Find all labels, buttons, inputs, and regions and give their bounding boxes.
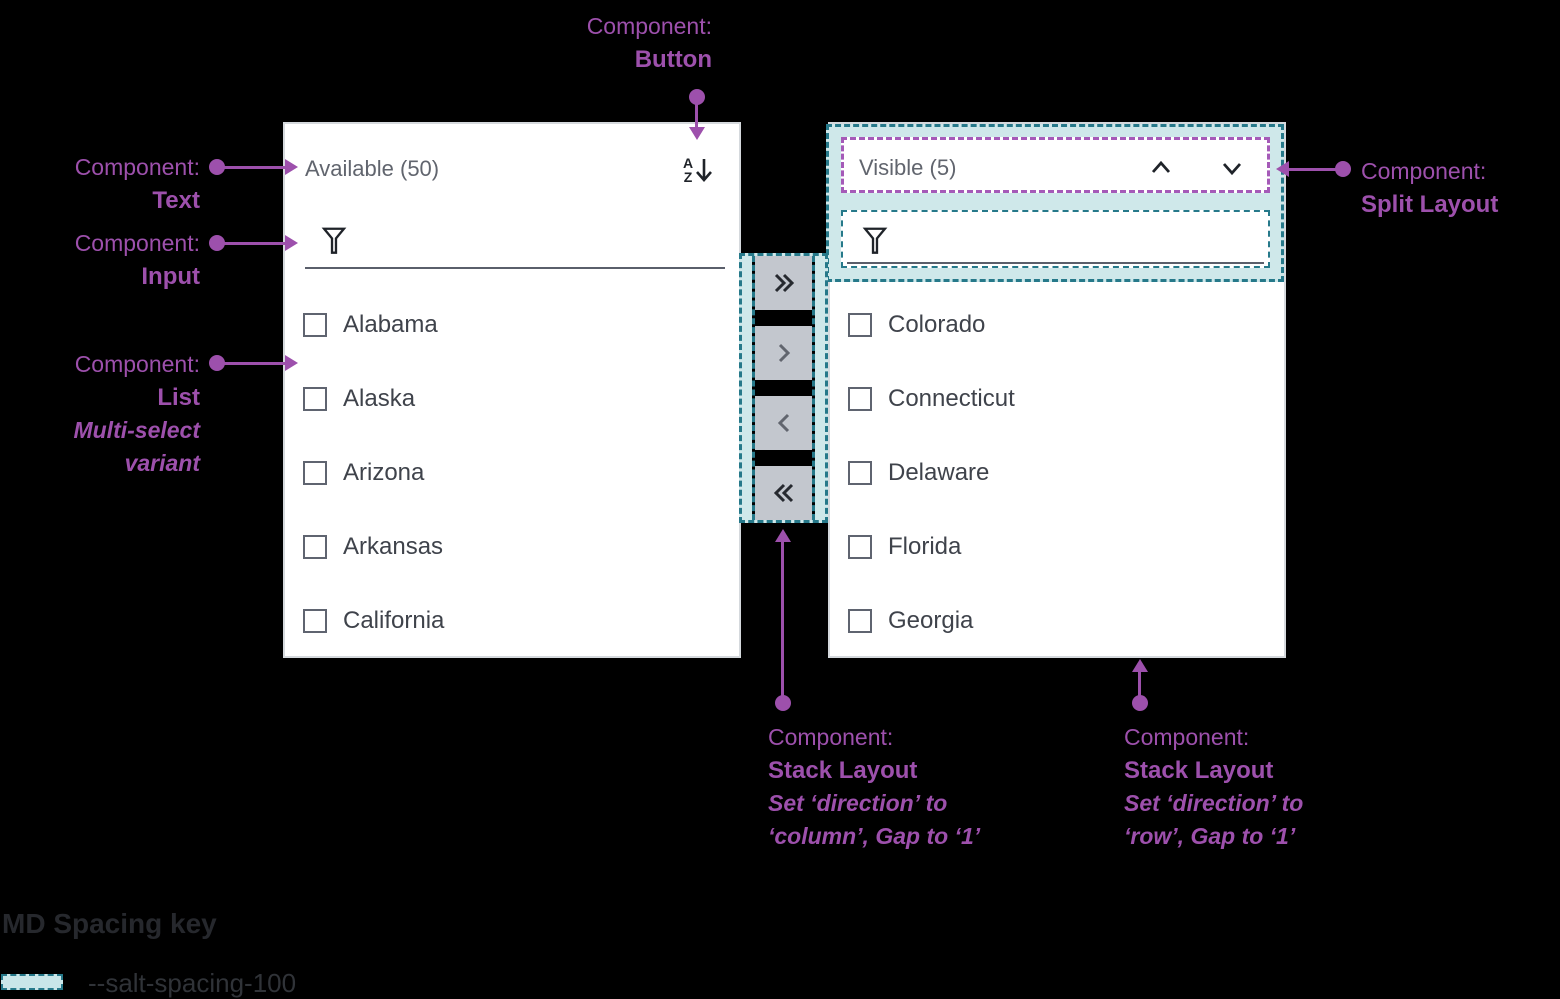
move-all-right-button[interactable]	[755, 256, 812, 310]
arrow-head-icon	[1132, 659, 1148, 672]
checkbox[interactable]	[848, 461, 872, 485]
transfer-button-stack	[752, 256, 815, 520]
arrow-head-icon	[285, 159, 298, 175]
arrow-head-icon	[285, 355, 298, 371]
checkbox[interactable]	[303, 313, 327, 337]
checkbox[interactable]	[848, 609, 872, 633]
arrow-head-icon	[1276, 161, 1289, 177]
spacing-key-token: --salt-spacing-100	[88, 968, 297, 998]
arrow-head-icon	[689, 127, 705, 140]
stack-layout-spacing-highlight	[739, 253, 828, 523]
arrow-down-icon	[696, 159, 713, 182]
chevron-down-icon	[1222, 163, 1242, 176]
move-down-button[interactable]	[1217, 153, 1247, 183]
split-layout-spacing-highlight: Visible (5)	[826, 124, 1284, 282]
visible-filter-input[interactable]	[841, 210, 1270, 268]
spacing-key-title: MD Spacing key	[2, 908, 217, 939]
arrow-head-icon	[775, 529, 791, 542]
annotation-stack-layout-column: Component: Stack Layout Set ‘direction’ …	[768, 724, 981, 849]
move-left-button[interactable]	[755, 396, 812, 450]
arrow-line	[695, 99, 698, 129]
checkbox[interactable]	[303, 461, 327, 485]
list-item[interactable]: Connecticut	[848, 381, 1015, 417]
filter-funnel-icon	[862, 227, 888, 254]
annotation-button: Component: Button	[586, 13, 712, 73]
arrow-line	[219, 242, 287, 245]
arrow-line	[219, 362, 287, 365]
move-up-button[interactable]	[1146, 153, 1176, 183]
list-item[interactable]: Arkansas	[303, 529, 443, 565]
annotation-text: Component: Text	[74, 154, 200, 214]
arrow-line	[781, 540, 784, 697]
arrow-dot	[209, 355, 225, 371]
annotation-list: Component: List Multi-select variant	[73, 351, 200, 476]
move-right-button[interactable]	[755, 326, 812, 380]
list-item[interactable]: Delaware	[848, 455, 989, 491]
checkbox[interactable]	[303, 387, 327, 411]
list-item[interactable]: Alabama	[303, 307, 438, 343]
annotation-split-layout: Component: Split Layout	[1361, 158, 1499, 218]
checkbox[interactable]	[303, 535, 327, 559]
arrow-dot	[775, 695, 791, 711]
list-item[interactable]: Georgia	[848, 603, 973, 639]
filter-funnel-icon	[321, 227, 347, 254]
checkbox[interactable]	[303, 609, 327, 633]
checkbox[interactable]	[848, 535, 872, 559]
spacing-key-swatch	[1, 974, 63, 990]
visible-list-title: Visible (5)	[859, 155, 957, 180]
arrow-line	[1138, 670, 1141, 697]
list-item[interactable]: Florida	[848, 529, 961, 565]
sort-az-icon: A Z	[683, 155, 715, 185]
available-list-panel: Available (50) A Z Alabama	[283, 122, 741, 658]
arrow-head-icon	[285, 235, 298, 251]
list-item[interactable]: California	[303, 603, 444, 639]
arrow-line	[219, 166, 287, 169]
checkbox[interactable]	[848, 313, 872, 337]
move-all-left-button[interactable]	[755, 466, 812, 520]
arrow-dot	[209, 159, 225, 175]
chevron-up-icon	[1151, 160, 1171, 173]
checkbox[interactable]	[848, 387, 872, 411]
annotation-stack-layout-row: Component: Stack Layout Set ‘direction’ …	[1124, 724, 1304, 849]
visible-input-underline	[847, 262, 1264, 264]
split-layout-box: Visible (5)	[841, 137, 1270, 193]
arrow-dot	[1132, 695, 1148, 711]
double-chevron-left-icon	[773, 483, 793, 503]
chevron-left-icon	[777, 413, 789, 433]
list-item[interactable]: Colorado	[848, 307, 985, 343]
double-chevron-right-icon	[774, 273, 794, 293]
annotation-input: Component: Input	[74, 230, 200, 290]
list-item[interactable]: Arizona	[303, 455, 424, 491]
arrow-dot	[1335, 161, 1351, 177]
arrow-dot	[209, 235, 225, 251]
arrow-line	[1287, 168, 1337, 171]
available-filter-input[interactable]	[320, 224, 720, 270]
available-input-underline	[305, 267, 725, 269]
sort-az-button[interactable]: A Z	[677, 150, 721, 190]
available-list-title: Available (50)	[305, 156, 440, 181]
list-item[interactable]: Alaska	[303, 381, 415, 417]
chevron-right-icon	[778, 343, 790, 363]
arrow-dot	[689, 89, 705, 105]
